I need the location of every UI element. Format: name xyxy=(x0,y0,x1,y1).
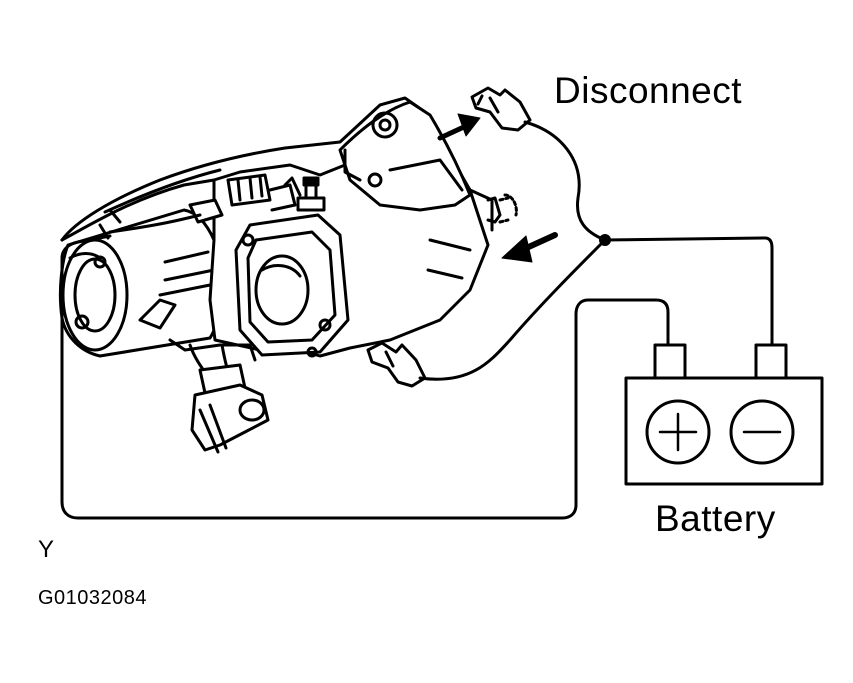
solenoid-terminal-c xyxy=(488,195,516,222)
disconnect-arrows xyxy=(440,114,555,262)
battery-positive-post xyxy=(655,345,685,378)
upper-arrow xyxy=(440,126,466,138)
wire-lower-clip xyxy=(420,240,605,379)
disconnect-label: Disconnect xyxy=(554,70,743,111)
lower-test-clip xyxy=(368,343,425,386)
positive-terminal-symbol xyxy=(647,401,709,463)
battery-label: Battery xyxy=(655,498,776,539)
starter-motor xyxy=(60,98,492,452)
battery xyxy=(626,345,822,484)
figure-id-label: G01032084 xyxy=(38,587,148,609)
wire-upper-clip xyxy=(525,122,605,240)
negative-terminal-symbol xyxy=(731,401,793,463)
test-wires xyxy=(62,122,772,518)
upper-test-clip xyxy=(472,88,530,130)
battery-negative-post xyxy=(756,345,786,378)
wire-positive xyxy=(62,236,668,518)
view-code-label: Y xyxy=(38,536,55,563)
wire-negative xyxy=(605,238,772,345)
motor-top-edge xyxy=(62,98,492,240)
wire-junction xyxy=(599,234,611,246)
pinion-gear xyxy=(256,256,308,324)
battery-case xyxy=(626,378,822,484)
